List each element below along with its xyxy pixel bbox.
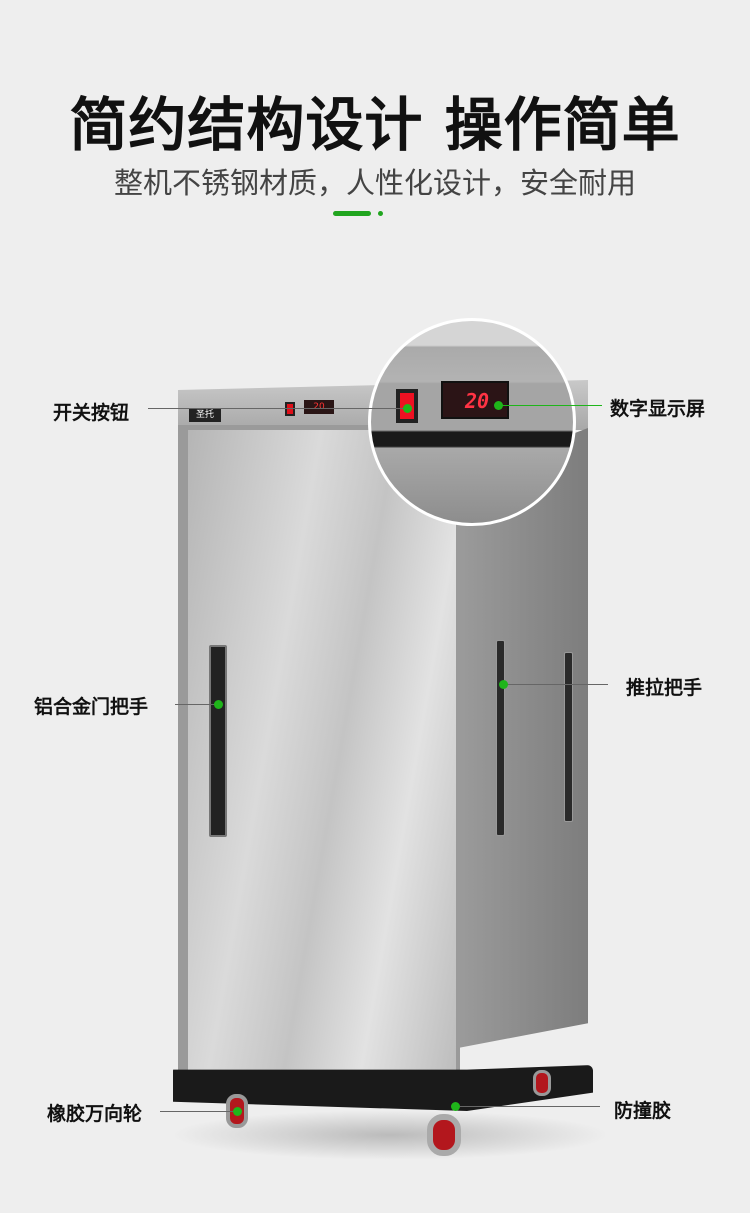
- display-value: 20: [465, 389, 490, 413]
- brand-logo: 圣托: [195, 410, 214, 420]
- door-handle[interactable]: [209, 645, 227, 837]
- callout-dot: [233, 1107, 242, 1116]
- callout-dot: [214, 700, 223, 709]
- callout-line: [455, 1106, 600, 1107]
- callout-bumper: 防撞胶: [614, 1100, 672, 1122]
- callout-door-handle: 铝合金门把手: [34, 696, 149, 718]
- callout-display: 数字显示屏: [610, 398, 706, 420]
- logo-plate: 圣托: [189, 408, 221, 422]
- accent-dot: [378, 211, 383, 216]
- magnifier-circle: 20: [368, 318, 576, 526]
- small-switch[interactable]: [285, 402, 295, 416]
- accent-dash: [333, 211, 371, 216]
- cabinet-door[interactable]: [188, 430, 456, 1070]
- small-display: 20: [304, 400, 334, 414]
- callout-dot: [403, 404, 412, 413]
- callout-casters: 橡胶万向轮: [47, 1103, 143, 1125]
- page-subtitle: 整机不锈钢材质，人性化设计，安全耐用: [113, 166, 636, 200]
- magnified-display: 20: [441, 381, 509, 419]
- caster-wheel: [427, 1114, 461, 1156]
- callout-switch: 开关按钮: [53, 402, 130, 424]
- callout-dot: [451, 1102, 460, 1111]
- page-title: 简约结构设计 操作简单: [69, 91, 681, 159]
- callout-line: [175, 704, 218, 705]
- callout-push-handle: 推拉把手: [626, 677, 703, 699]
- callout-line: [148, 408, 407, 409]
- callout-line: [498, 405, 602, 406]
- side-push-handle-front[interactable]: [496, 640, 505, 836]
- callout-line: [160, 1111, 237, 1112]
- side-push-handle-rear[interactable]: [564, 652, 573, 822]
- callout-line: [503, 684, 608, 685]
- callout-dot: [499, 680, 508, 689]
- callout-dot: [494, 401, 503, 410]
- caster-wheel: [533, 1070, 551, 1096]
